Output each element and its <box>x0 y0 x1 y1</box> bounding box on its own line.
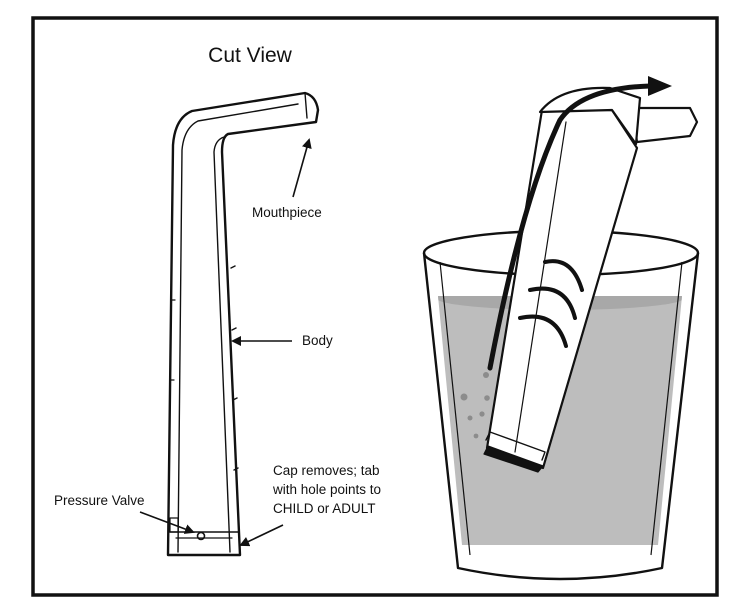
cap-label-line3: CHILD or ADULT <box>273 501 376 516</box>
cap-label-line1: Cap removes; tab <box>273 463 380 478</box>
cap-label-line2: with hole points to <box>272 482 381 497</box>
body-label: Body <box>302 333 333 348</box>
pressure-valve-label: Pressure Valve <box>54 493 145 508</box>
mouthpiece-arrow <box>292 138 312 198</box>
air-flow-arrow <box>487 83 653 371</box>
diagram-frame <box>31 16 719 597</box>
spirometer-in-glass <box>483 86 699 473</box>
air-flow-arrowhead <box>648 76 672 96</box>
air-bubbles <box>460 372 490 439</box>
cap-arrow <box>239 524 284 547</box>
pressure-valve-hole <box>196 531 206 541</box>
cut-view-title: Cut View <box>208 44 292 67</box>
mouthpiece-label: Mouthpiece <box>252 205 322 220</box>
pressure-valve-arrow <box>139 511 195 534</box>
